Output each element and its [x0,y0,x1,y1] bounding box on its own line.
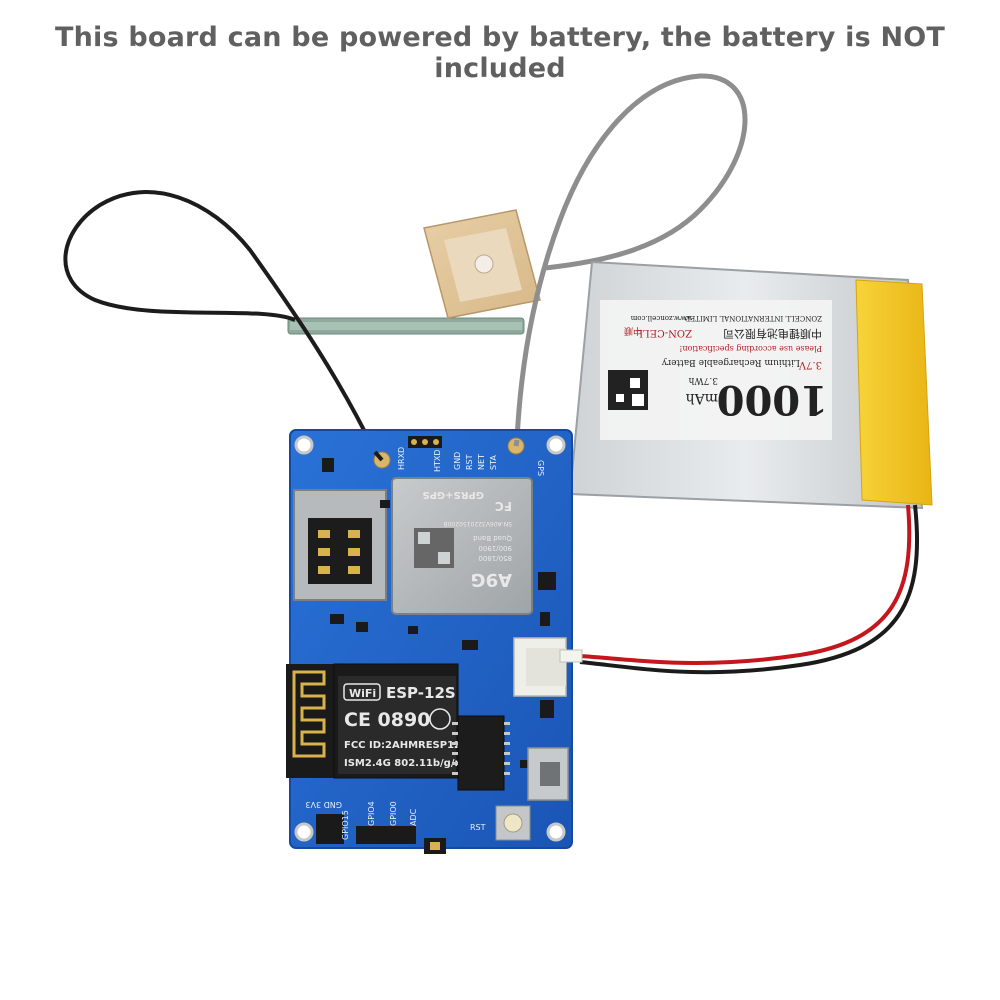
sta-label: STA [489,455,498,470]
battery-chinese-name: 中顺锂电池有限公司 [723,327,822,341]
a9g-bands: 850/1800 [478,554,512,562]
usb-serial-chip [452,715,510,791]
pcb-board: A9G 850/1800 900/1900 Quad Band SN:A06V3… [286,429,583,854]
battery-energy: 3.7Wh [688,375,718,385]
net-label: NET [477,454,486,470]
a9g-quad-band: Quad Band [473,534,512,542]
esp12s-module: WiFi ESP-12S CE 0890 FCC ID:2AHMRESP12S … [286,663,468,779]
lipo-battery: 1000 mAh 3.7Wh 3.7V Lithium Rechargeable… [568,260,933,510]
esp-fcc-id: FCC ID:2AHMRESP12S [344,740,468,751]
gps-patch-antenna [423,209,541,319]
hrxd-label: HRXD [397,447,406,470]
sim-card-holder [293,489,387,601]
a9g-bands2: 900/1900 [478,544,512,552]
adc-label: ADC [409,808,418,826]
esp-spec: ISM2.4G 802.11b/g/n [344,758,462,769]
battery-unit: mAh [686,390,718,406]
htxd-label: HTXD [433,449,442,472]
battery-company: ZONCELL INTERNATIONAL LIMITED [684,314,822,322]
gpio0-label: GPIO0 [389,801,398,826]
a9g-fc-mark: FC [495,499,512,513]
black-antenna-cable [63,190,377,453]
rst-pin-label: RST [465,454,474,470]
grey-antenna-cable [514,73,748,441]
battery-voltage: 3.7V [798,359,822,370]
gnd-3v3-label: GND 3V3 [305,800,342,809]
gnd-label: GND [453,452,462,470]
smd-components [322,458,556,768]
battery-connector [513,637,583,697]
a9g-module: A9G 850/1800 900/1900 Quad Band SN:A06V3… [391,477,533,615]
gps-label: GPS [536,460,545,476]
esp-ce-number: CE 0890 [344,709,430,731]
battery-website: www.zoncell.com [630,314,692,322]
esp-wifi-badge: WiFi [349,687,376,700]
a9g-function: GPRS+GPS [422,489,484,500]
gpio-pin-header [316,814,446,854]
esp-model: ESP-12S [386,684,456,702]
uart-pin-header [408,436,442,448]
battery-capacity: 1000 [717,376,828,423]
a9g-serial: SN:A06V3220150200B [444,520,512,527]
gsm-antenna-strip [287,317,525,335]
rst-label: RST [470,823,486,832]
reset-button[interactable] [495,805,531,841]
micro-usb-port [527,747,569,801]
battery-note: Please use according specification! [679,344,822,353]
battery-wires [579,504,920,675]
battery-logo-text: 中顺 [624,325,642,337]
gpio4-label: GPIO4 [367,801,376,826]
gpio15-label: GPIO15 [341,810,350,840]
battery-type: Lithium Rechargeable Battery [661,357,800,367]
caption-text: This board can be powered by battery, th… [54,22,946,84]
a9g-model: A9G [471,569,512,590]
battery-brand: ZON-CELL [636,327,692,338]
